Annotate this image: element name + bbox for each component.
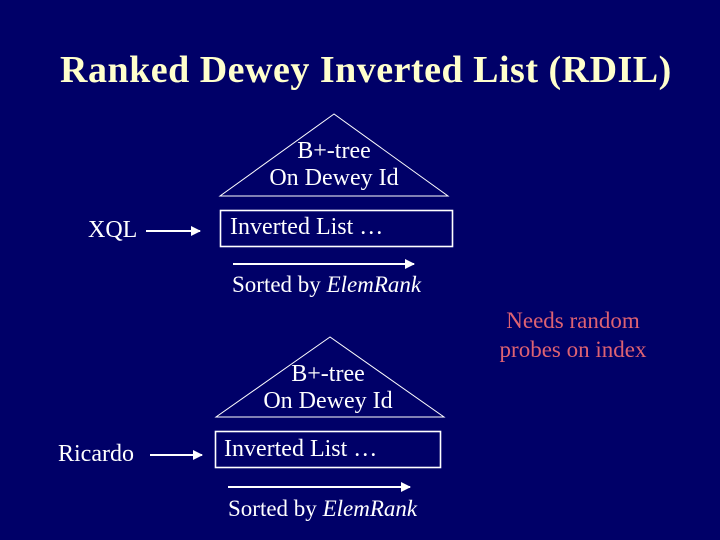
sorted-by-prefix-top: Sorted by bbox=[232, 272, 327, 297]
inverted-list-box-top bbox=[219, 209, 454, 248]
btree-label-bottom-line2: On Dewey Id bbox=[263, 388, 393, 414]
btree-triangle-top bbox=[218, 113, 450, 197]
inverted-list-label-bottom: Inverted List … bbox=[224, 436, 378, 462]
inverted-list-box-bottom bbox=[214, 430, 442, 469]
source-label-xql: XQL bbox=[88, 217, 138, 243]
btree-label-top: B+-tree On Dewey Id bbox=[228, 138, 440, 192]
random-probes-note-line2: probes on index bbox=[499, 337, 647, 362]
source-label-ricardo: Ricardo bbox=[58, 441, 134, 467]
btree-label-top-line2: On Dewey Id bbox=[269, 165, 399, 191]
btree-label-bottom: B+-tree On Dewey Id bbox=[222, 361, 434, 415]
btree-label-top-line1: B+-tree bbox=[297, 138, 371, 164]
btree-label-bottom-line1: B+-tree bbox=[291, 361, 365, 387]
btree-triangle-bottom bbox=[214, 336, 446, 418]
sorted-by-term-bottom: ElemRank bbox=[322, 496, 418, 521]
sorted-by-label-bottom: Sorted by ElemRank bbox=[228, 496, 417, 522]
slide-title: Ranked Dewey Inverted List (RDIL) bbox=[60, 49, 672, 91]
random-probes-note-line1: Needs random bbox=[506, 308, 640, 333]
random-probes-note: Needs random probes on index bbox=[468, 306, 678, 364]
sorted-by-label-top: Sorted by ElemRank bbox=[232, 272, 421, 298]
sorted-by-prefix-bottom: Sorted by bbox=[228, 496, 323, 521]
inverted-list-label-top: Inverted List … bbox=[230, 214, 384, 240]
sorted-by-term-top: ElemRank bbox=[326, 272, 422, 297]
